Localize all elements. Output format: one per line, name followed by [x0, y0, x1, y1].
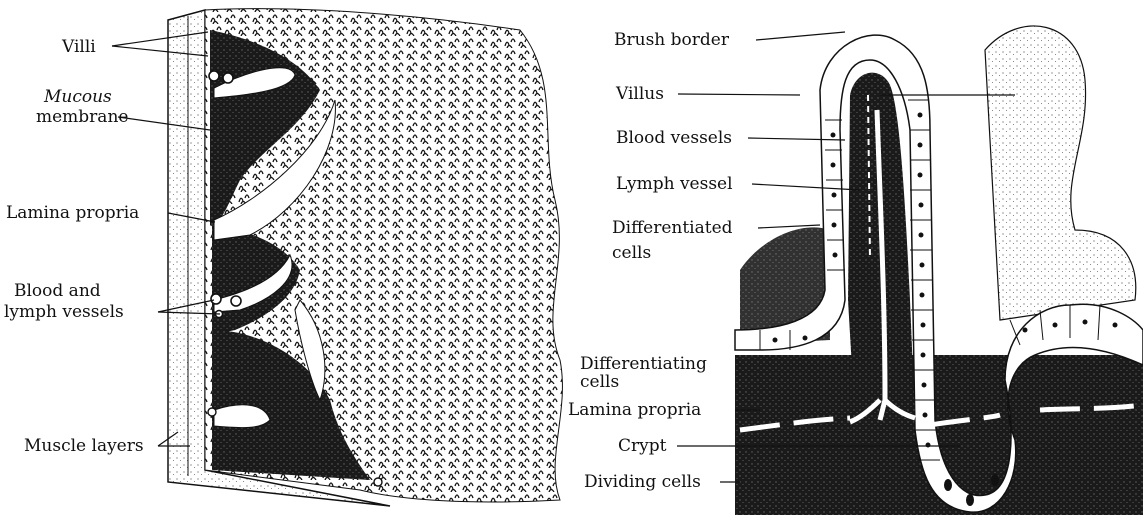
vessel-circle [211, 294, 221, 304]
label-brush-border: Brush border [614, 31, 729, 50]
label-dividing-cells: Dividing cells [584, 473, 701, 492]
label-differentiated: Differentiated [612, 219, 733, 238]
label-mucous: Mucous [44, 88, 112, 107]
label-lamina-propria-left: Lamina propria [6, 204, 139, 223]
label-blood-and: Blood and [14, 282, 101, 301]
right-villus-section [735, 26, 1143, 515]
label-lymph-vessels: lymph vessels [4, 303, 124, 322]
label-blood-vessels: Blood vessels [616, 129, 732, 148]
label-villi: Villi [62, 38, 96, 57]
label-crypt: Crypt [618, 437, 666, 456]
label-lymph-vessel: Lymph vessel [616, 175, 733, 194]
vessel-circle [231, 296, 241, 306]
label-membrane: membrane [36, 108, 128, 127]
label-differentiating-cells: cells [580, 373, 619, 392]
label-lamina-propria-right: Lamina propria [568, 401, 701, 420]
label-muscle-layers: Muscle layers [24, 437, 144, 456]
vessel-circle [208, 408, 216, 416]
vessel-circle [374, 478, 382, 486]
vessel-circle [209, 71, 219, 81]
neighbor-villus [985, 26, 1136, 320]
label-villus: Villus [616, 85, 664, 104]
vessel-circle [223, 73, 233, 83]
left-intestine-section [168, 9, 562, 506]
label-differentiated-cells: cells [612, 244, 651, 263]
